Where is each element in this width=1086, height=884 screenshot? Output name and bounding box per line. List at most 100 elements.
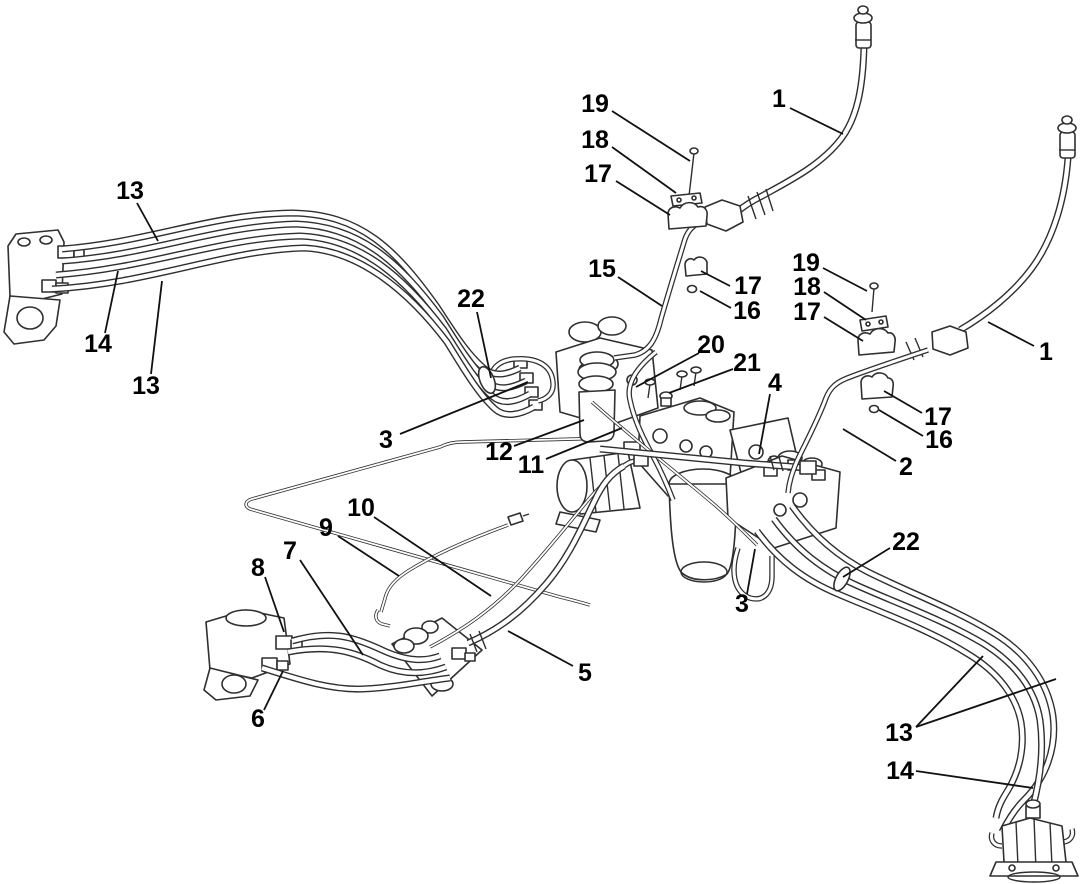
tube-inner	[732, 547, 774, 601]
nut-16	[868, 404, 880, 414]
part-number-label: 22	[892, 528, 920, 556]
leader-line	[507, 630, 574, 667]
part-number-label: 16	[733, 297, 761, 325]
leader-line	[104, 270, 119, 334]
callout-18-1: 18	[581, 126, 677, 194]
part-number-label: 11	[518, 451, 545, 479]
callout-16-6: 16	[699, 290, 761, 325]
callout-3-18: 3	[379, 381, 529, 454]
tube-inner	[990, 832, 1003, 848]
callout-19-7: 19	[792, 249, 868, 292]
tube-10	[429, 476, 612, 649]
part-number-label: 7	[283, 537, 297, 565]
callout-18-8: 18	[793, 273, 867, 321]
clamp-17	[667, 201, 708, 230]
callout-13-14: 13	[116, 177, 159, 242]
clamp-stack-right	[857, 282, 896, 414]
bottom-right-hose-bundle	[754, 503, 1058, 834]
callout-17-11: 17	[883, 390, 952, 431]
tube-inner	[591, 401, 758, 546]
left-hose-bundle	[51, 209, 536, 418]
tube-inner	[261, 665, 451, 692]
part-number-label: 19	[581, 90, 609, 118]
callout-14-33: 14	[886, 757, 1034, 789]
tube-inner	[599, 446, 807, 471]
callout-4-23: 4	[758, 369, 782, 455]
part-number-label: 1	[1039, 338, 1053, 366]
bottom-right-pump	[988, 799, 1079, 883]
hose-4	[599, 445, 817, 475]
tube-inner	[375, 609, 391, 627]
leader-line	[822, 267, 868, 292]
tube-inner	[245, 437, 613, 606]
leader-line	[263, 670, 284, 711]
leader-line	[615, 180, 671, 216]
part-number-label: 4	[768, 369, 782, 397]
callout-22-17: 22	[457, 285, 492, 379]
callout-22-31: 22	[842, 528, 920, 578]
screw-19	[871, 287, 875, 313]
tube-inner	[790, 504, 1056, 833]
tube-11	[590, 400, 759, 547]
callout-6-28: 6	[251, 670, 284, 733]
tube-inner	[613, 219, 703, 360]
callout-7-26: 7	[283, 537, 364, 656]
part-number-label: 20	[697, 331, 725, 359]
tube-inner	[291, 633, 441, 662]
left-pump	[3, 229, 85, 345]
clamp-22-right	[833, 566, 851, 592]
tube-15	[613, 218, 704, 361]
part-number-label: 16	[925, 426, 953, 454]
callout-17-5: 17	[700, 270, 762, 300]
part-number-label: 10	[347, 494, 375, 522]
tube-inner	[958, 157, 1071, 332]
callout-13-32: 13	[885, 655, 1057, 747]
leader-line	[823, 316, 864, 342]
part-number-label: 17	[793, 298, 821, 326]
callout-13-16: 13	[132, 280, 163, 400]
part-number-label: 17	[584, 160, 612, 188]
leader-line	[399, 381, 529, 435]
part-number-label: 12	[485, 438, 513, 466]
leader-line	[264, 576, 285, 633]
hose-20	[626, 349, 676, 501]
part-number-label: 5	[578, 659, 592, 687]
leader-line	[758, 393, 771, 455]
tube-3-right	[731, 547, 775, 602]
part-number-label: 17	[734, 272, 762, 300]
leader-line	[373, 516, 492, 597]
part-number-label: 3	[379, 426, 393, 454]
callout-10-24: 10	[347, 494, 492, 597]
leader-line	[337, 535, 400, 577]
callout-11-20: 11	[518, 427, 623, 479]
leader-line	[699, 290, 732, 309]
tube-inner	[772, 517, 1044, 807]
coupling-nut	[704, 199, 744, 232]
coupling-nut	[931, 325, 969, 356]
part-number-label: 22	[457, 285, 485, 313]
callout-2-13: 2	[842, 428, 913, 481]
part-number-label: 17	[924, 403, 952, 431]
leader-line	[635, 352, 700, 388]
tube-inner	[627, 350, 675, 501]
hose-1-top	[704, 5, 873, 232]
part-number-label: 6	[251, 705, 265, 733]
leader-line	[668, 368, 734, 394]
leader-line	[476, 311, 492, 379]
leader-line	[299, 559, 364, 656]
part-number-label: 18	[581, 126, 609, 154]
part-number-label: 13	[885, 719, 913, 747]
callout-20-21: 20	[635, 331, 725, 388]
callout-17-9: 17	[793, 298, 864, 342]
part-number-label: 1	[772, 85, 786, 113]
part-number-label: 13	[116, 177, 144, 205]
callout-1-10: 1	[987, 321, 1053, 366]
leader-line	[883, 390, 923, 414]
callout-21-22: 21	[668, 349, 761, 394]
callout-15-4: 15	[588, 255, 663, 307]
leader-line	[545, 427, 623, 460]
leader-line	[700, 270, 731, 287]
part-number-label: 14	[886, 757, 914, 785]
